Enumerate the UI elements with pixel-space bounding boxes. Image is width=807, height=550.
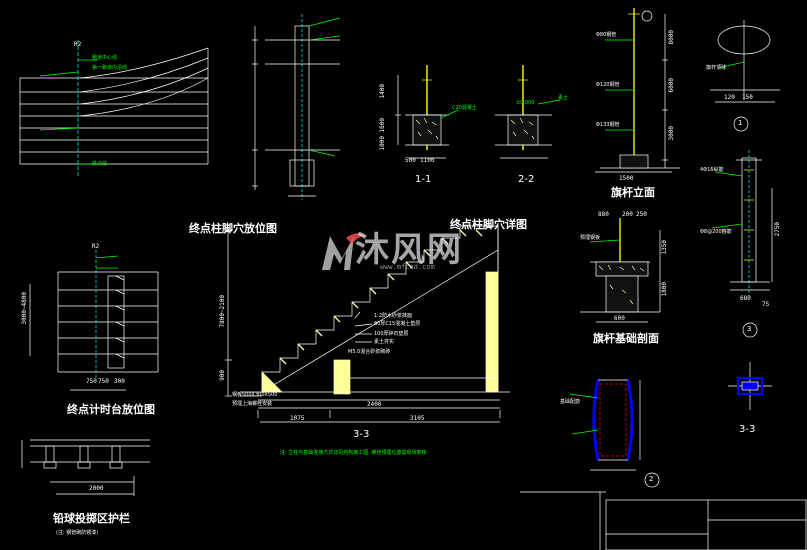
- title-block: [605, 499, 807, 550]
- dim-750b: 750: [98, 378, 109, 385]
- dim-track-r2: R2: [92, 243, 100, 250]
- note-track-centerline: 跑道中心线: [92, 55, 118, 61]
- flag-top-detail: [710, 20, 780, 132]
- cross-section-3-3-right: [728, 362, 772, 410]
- dim-680: 680: [740, 295, 751, 302]
- dim-1500: 1500: [619, 175, 634, 182]
- column-rebar-detail: [711, 150, 773, 338]
- section-label-1-1: 1-1: [415, 174, 432, 185]
- dim-1600: 1600: [379, 118, 386, 133]
- title-end-timing-platform: 终点计时台放位图: [67, 403, 155, 416]
- flag-foundation-section: [580, 218, 661, 323]
- detail-marker-3: 3: [747, 325, 752, 333]
- dim-2750: 2750: [774, 222, 781, 237]
- title-flag-pole-elevation: 旗杆立面: [611, 186, 655, 199]
- section-label-2-2: 2-2: [518, 174, 535, 185]
- dim-250: 250: [636, 211, 647, 218]
- dim-platform-h: 3000~4800: [21, 292, 28, 325]
- note-bar-16: 4Φ16纵筋: [700, 167, 724, 173]
- note-zero-elev: ±0.000: [516, 100, 535, 106]
- note-steel-base: 钢板500X300X500: [232, 392, 278, 398]
- dim-1075: 1075: [290, 415, 305, 422]
- note-bottom-connection: 注: 立柱与基础连接方式详见结构施工图, 螺栓预埋位置需现场复核: [280, 450, 427, 456]
- note-foot-bars: 基础配筋: [560, 399, 581, 405]
- dim-bottom: 2400: [367, 401, 382, 408]
- section-label-3-3-left: 3-3: [353, 429, 370, 440]
- note-pole-80: Φ80钢管: [596, 32, 617, 38]
- note-pole-120: Φ120钢管: [596, 82, 620, 88]
- note-m5-mortar: M5.0混合砂浆砌砖: [348, 349, 391, 355]
- title-end-post-hole-detail: 终点柱脚穴详图: [450, 218, 527, 231]
- stair-section-3-3: [225, 225, 510, 423]
- dim-3105: 3105: [410, 415, 425, 422]
- note-soil: 素土: [558, 95, 569, 101]
- note-stair-layer-1: 1:2防水砂浆抹面: [374, 313, 413, 319]
- note-pole-133: Φ133钢管: [596, 122, 620, 128]
- guardrail-plan: [21, 439, 150, 496]
- dim-150: 150: [742, 94, 753, 101]
- dim-6000: 6000: [668, 78, 675, 93]
- dim-880: 880: [598, 211, 609, 218]
- dim-post-pos: 7800~2100: [219, 295, 226, 328]
- dim-1350: 1350: [661, 240, 668, 255]
- note-first-lane: 第一跑道内沿线: [92, 65, 128, 71]
- dim-600: 600: [614, 315, 625, 322]
- detail-marker-2: 2: [649, 475, 654, 483]
- watermark-brand: 沐风网: [355, 230, 463, 270]
- note-flag-ball: 旗杆顶球: [706, 65, 727, 71]
- note-stair-layer-4: 素土夯实: [374, 339, 395, 345]
- dim-1000: 1000: [379, 136, 386, 151]
- title-guardrail: 铅球投掷区护栏: [53, 512, 130, 525]
- timing-platform-plan: [29, 250, 159, 391]
- dim-300: 300: [114, 378, 125, 385]
- dim-3000: 3000: [668, 126, 675, 141]
- note-bar-stirrup: Φ8@200箍筋: [700, 229, 732, 235]
- dim-1400: 1400: [379, 84, 386, 99]
- watermark-url: www.mfcad.com: [380, 263, 435, 271]
- note-embed-plate: 预埋钢板: [580, 235, 601, 241]
- detail-marker-1: 1: [738, 119, 743, 127]
- dim-200: 200: [622, 211, 633, 218]
- dim-track-r: R2: [74, 41, 82, 48]
- sheet-frame: [520, 491, 606, 550]
- dim-2000: 2000: [89, 485, 104, 492]
- note-guardrail: (注: 钢管刷防锈漆): [56, 530, 99, 536]
- note-finish-line: 终点线: [92, 161, 108, 167]
- note-c20: C20混凝土: [452, 105, 477, 111]
- dim-1100: 1100: [420, 157, 435, 164]
- watermark-logo-mark: [322, 233, 366, 270]
- dim-1800: 1800: [661, 282, 668, 297]
- section-2-2: [495, 65, 561, 159]
- note-stair-layer-3: 100厚碎石垫层: [374, 331, 409, 337]
- dim-120: 120: [724, 94, 735, 101]
- dim-stair-h: 900: [219, 370, 226, 381]
- title-flag-foundation: 旗杆基础剖面: [593, 332, 659, 345]
- dim-75: 75: [762, 301, 770, 308]
- flag-pole-elevation: [595, 8, 680, 173]
- footing-bar-detail: [569, 379, 660, 488]
- title-end-post-hole-position: 终点柱脚穴放位图: [189, 222, 277, 235]
- note-stair-layer-2: 80厚C15混凝土垫层: [374, 321, 421, 327]
- timing-post-elevation: [252, 14, 341, 200]
- dim-500: 500: [405, 157, 416, 164]
- section-1-1: [395, 65, 459, 159]
- note-base-bolt: 预埋上海螺栓安装: [232, 401, 273, 407]
- dim-750a: 750: [86, 378, 97, 385]
- dim-8000: 8000: [668, 30, 675, 45]
- track-plan: [19, 40, 209, 178]
- section-label-3-3-right: 3-3: [739, 424, 756, 435]
